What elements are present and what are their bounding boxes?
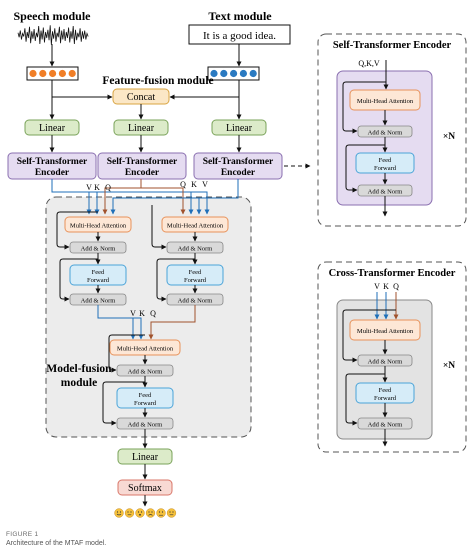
ste-speech-line1: Self-Transformer bbox=[17, 157, 88, 167]
self-transformer-encoder-fusion bbox=[97, 152, 187, 180]
speech-module-title: Speech module bbox=[13, 9, 91, 23]
figure-caption: Architecture of the MTAF model. bbox=[6, 540, 107, 547]
self-encoder-title: Self-Transformer Encoder bbox=[333, 40, 452, 51]
model-fusion-module-container bbox=[45, 196, 252, 438]
embedding-dot bbox=[249, 69, 257, 78]
figure-label: FIGURE 1 bbox=[6, 531, 39, 538]
mha-label-bottom: Multi-Head Attention bbox=[117, 346, 174, 353]
linear-label-text: Linear bbox=[226, 123, 253, 134]
speech-waveform-icon bbox=[17, 25, 89, 45]
ff-label-right-2: Forward bbox=[184, 277, 207, 284]
cross-encoder-ff-line2: Forward bbox=[374, 395, 397, 402]
linear-label-speech: Linear bbox=[39, 123, 66, 134]
ste-text-line2: Encoder bbox=[221, 168, 256, 178]
waveform-line bbox=[17, 25, 89, 45]
label-q-left: Q bbox=[105, 183, 111, 192]
ff-label-left-2: Forward bbox=[87, 277, 110, 284]
embedding-dot bbox=[29, 69, 37, 78]
happy-face-icon bbox=[114, 508, 124, 518]
self-encoder-addnorm-label-2: Add & Norm bbox=[368, 189, 403, 196]
model-fusion-title-line2: module bbox=[61, 377, 97, 389]
cross-encoder-title: Cross-Transformer Encoder bbox=[329, 268, 456, 279]
embedding-dot bbox=[39, 69, 47, 78]
emotion-output-icons bbox=[114, 508, 177, 518]
label-v-left: V bbox=[86, 183, 92, 192]
sad-face-icon bbox=[145, 508, 156, 518]
cross-encoder-ff-line1: Feed bbox=[379, 387, 392, 394]
ff-label-right-1: Feed bbox=[189, 269, 202, 276]
embedding-dot bbox=[68, 69, 76, 78]
ste-speech-line2: Encoder bbox=[35, 168, 70, 178]
label-v-bottom: V bbox=[130, 309, 136, 318]
angry-face-icon bbox=[156, 508, 166, 518]
cross-encoder-v-label: V bbox=[374, 282, 380, 291]
neutral-face-icon bbox=[124, 508, 135, 518]
calm-face-icon bbox=[166, 508, 177, 518]
embedding-dot bbox=[210, 69, 218, 78]
self-encoder-addnorm-label-1: Add & Norm bbox=[368, 130, 403, 137]
embedding-dot bbox=[49, 69, 57, 78]
self-encoder-ff-line2: Forward bbox=[374, 165, 397, 172]
ste-fusion-line2: Encoder bbox=[125, 168, 160, 178]
ste-fusion-line1: Self-Transformer bbox=[107, 157, 178, 167]
embedding-dot bbox=[230, 69, 238, 78]
linear-label-fusion: Linear bbox=[128, 123, 155, 134]
text-module-title: Text module bbox=[208, 9, 272, 23]
self-encoder-repeat-label: ×N bbox=[443, 132, 455, 142]
speech-embedding-dots bbox=[29, 69, 76, 78]
ff-label-bottom-1: Feed bbox=[139, 392, 152, 399]
text-input-sentence: It is a good idea. bbox=[203, 30, 276, 42]
model-fusion-title-line1: Model-fusion bbox=[46, 363, 112, 375]
text-embedding-dots bbox=[210, 69, 257, 78]
ff-label-bottom-2: Forward bbox=[134, 400, 157, 407]
cross-encoder-q-label: Q bbox=[393, 282, 399, 291]
embedding-dot bbox=[239, 69, 247, 78]
ff-label-left-1: Feed bbox=[92, 269, 105, 276]
label-k-right: K bbox=[191, 180, 197, 189]
embedding-dot bbox=[220, 69, 228, 78]
self-encoder-mha-label: Multi-Head Attention bbox=[357, 98, 414, 105]
cross-encoder-k-label: K bbox=[383, 282, 389, 291]
cross-encoder-repeat-label: ×N bbox=[443, 361, 455, 371]
mha-label-left: Multi-Head Attention bbox=[70, 223, 127, 230]
linear-label-output: Linear bbox=[132, 452, 159, 463]
label-k-bottom: K bbox=[139, 309, 145, 318]
addnorm-label-left-1: Add & Norm bbox=[81, 246, 116, 253]
ste-text-line1: Self-Transformer bbox=[203, 157, 274, 167]
embedding-dot bbox=[58, 69, 66, 78]
addnorm-label-left-2: Add & Norm bbox=[81, 298, 116, 305]
label-k-left: K bbox=[94, 183, 100, 192]
surprised-face-icon bbox=[135, 508, 145, 518]
cross-encoder-mha-label: Multi-Head Attention bbox=[357, 328, 414, 335]
cross-encoder-addnorm-label-2: Add & Norm bbox=[368, 422, 403, 429]
label-q-bottom: Q bbox=[150, 309, 156, 318]
self-encoder-qkv-label: Q,K,V bbox=[358, 59, 380, 68]
addnorm-label-bottom-1: Add & Norm bbox=[128, 369, 163, 376]
addnorm-label-right-1: Add & Norm bbox=[178, 246, 213, 253]
mha-label-right: Multi-Head Attention bbox=[167, 223, 224, 230]
label-q-right: Q bbox=[180, 180, 186, 189]
softmax-label: Softmax bbox=[128, 483, 162, 494]
addnorm-label-right-2: Add & Norm bbox=[178, 298, 213, 305]
concat-label: Concat bbox=[127, 92, 156, 103]
label-v-right: V bbox=[202, 180, 208, 189]
cross-encoder-addnorm-label-1: Add & Norm bbox=[368, 359, 403, 366]
self-encoder-ff-line1: Feed bbox=[379, 157, 392, 164]
feature-fusion-title: Feature-fusion module bbox=[102, 75, 213, 87]
addnorm-label-bottom-2: Add & Norm bbox=[128, 422, 163, 429]
